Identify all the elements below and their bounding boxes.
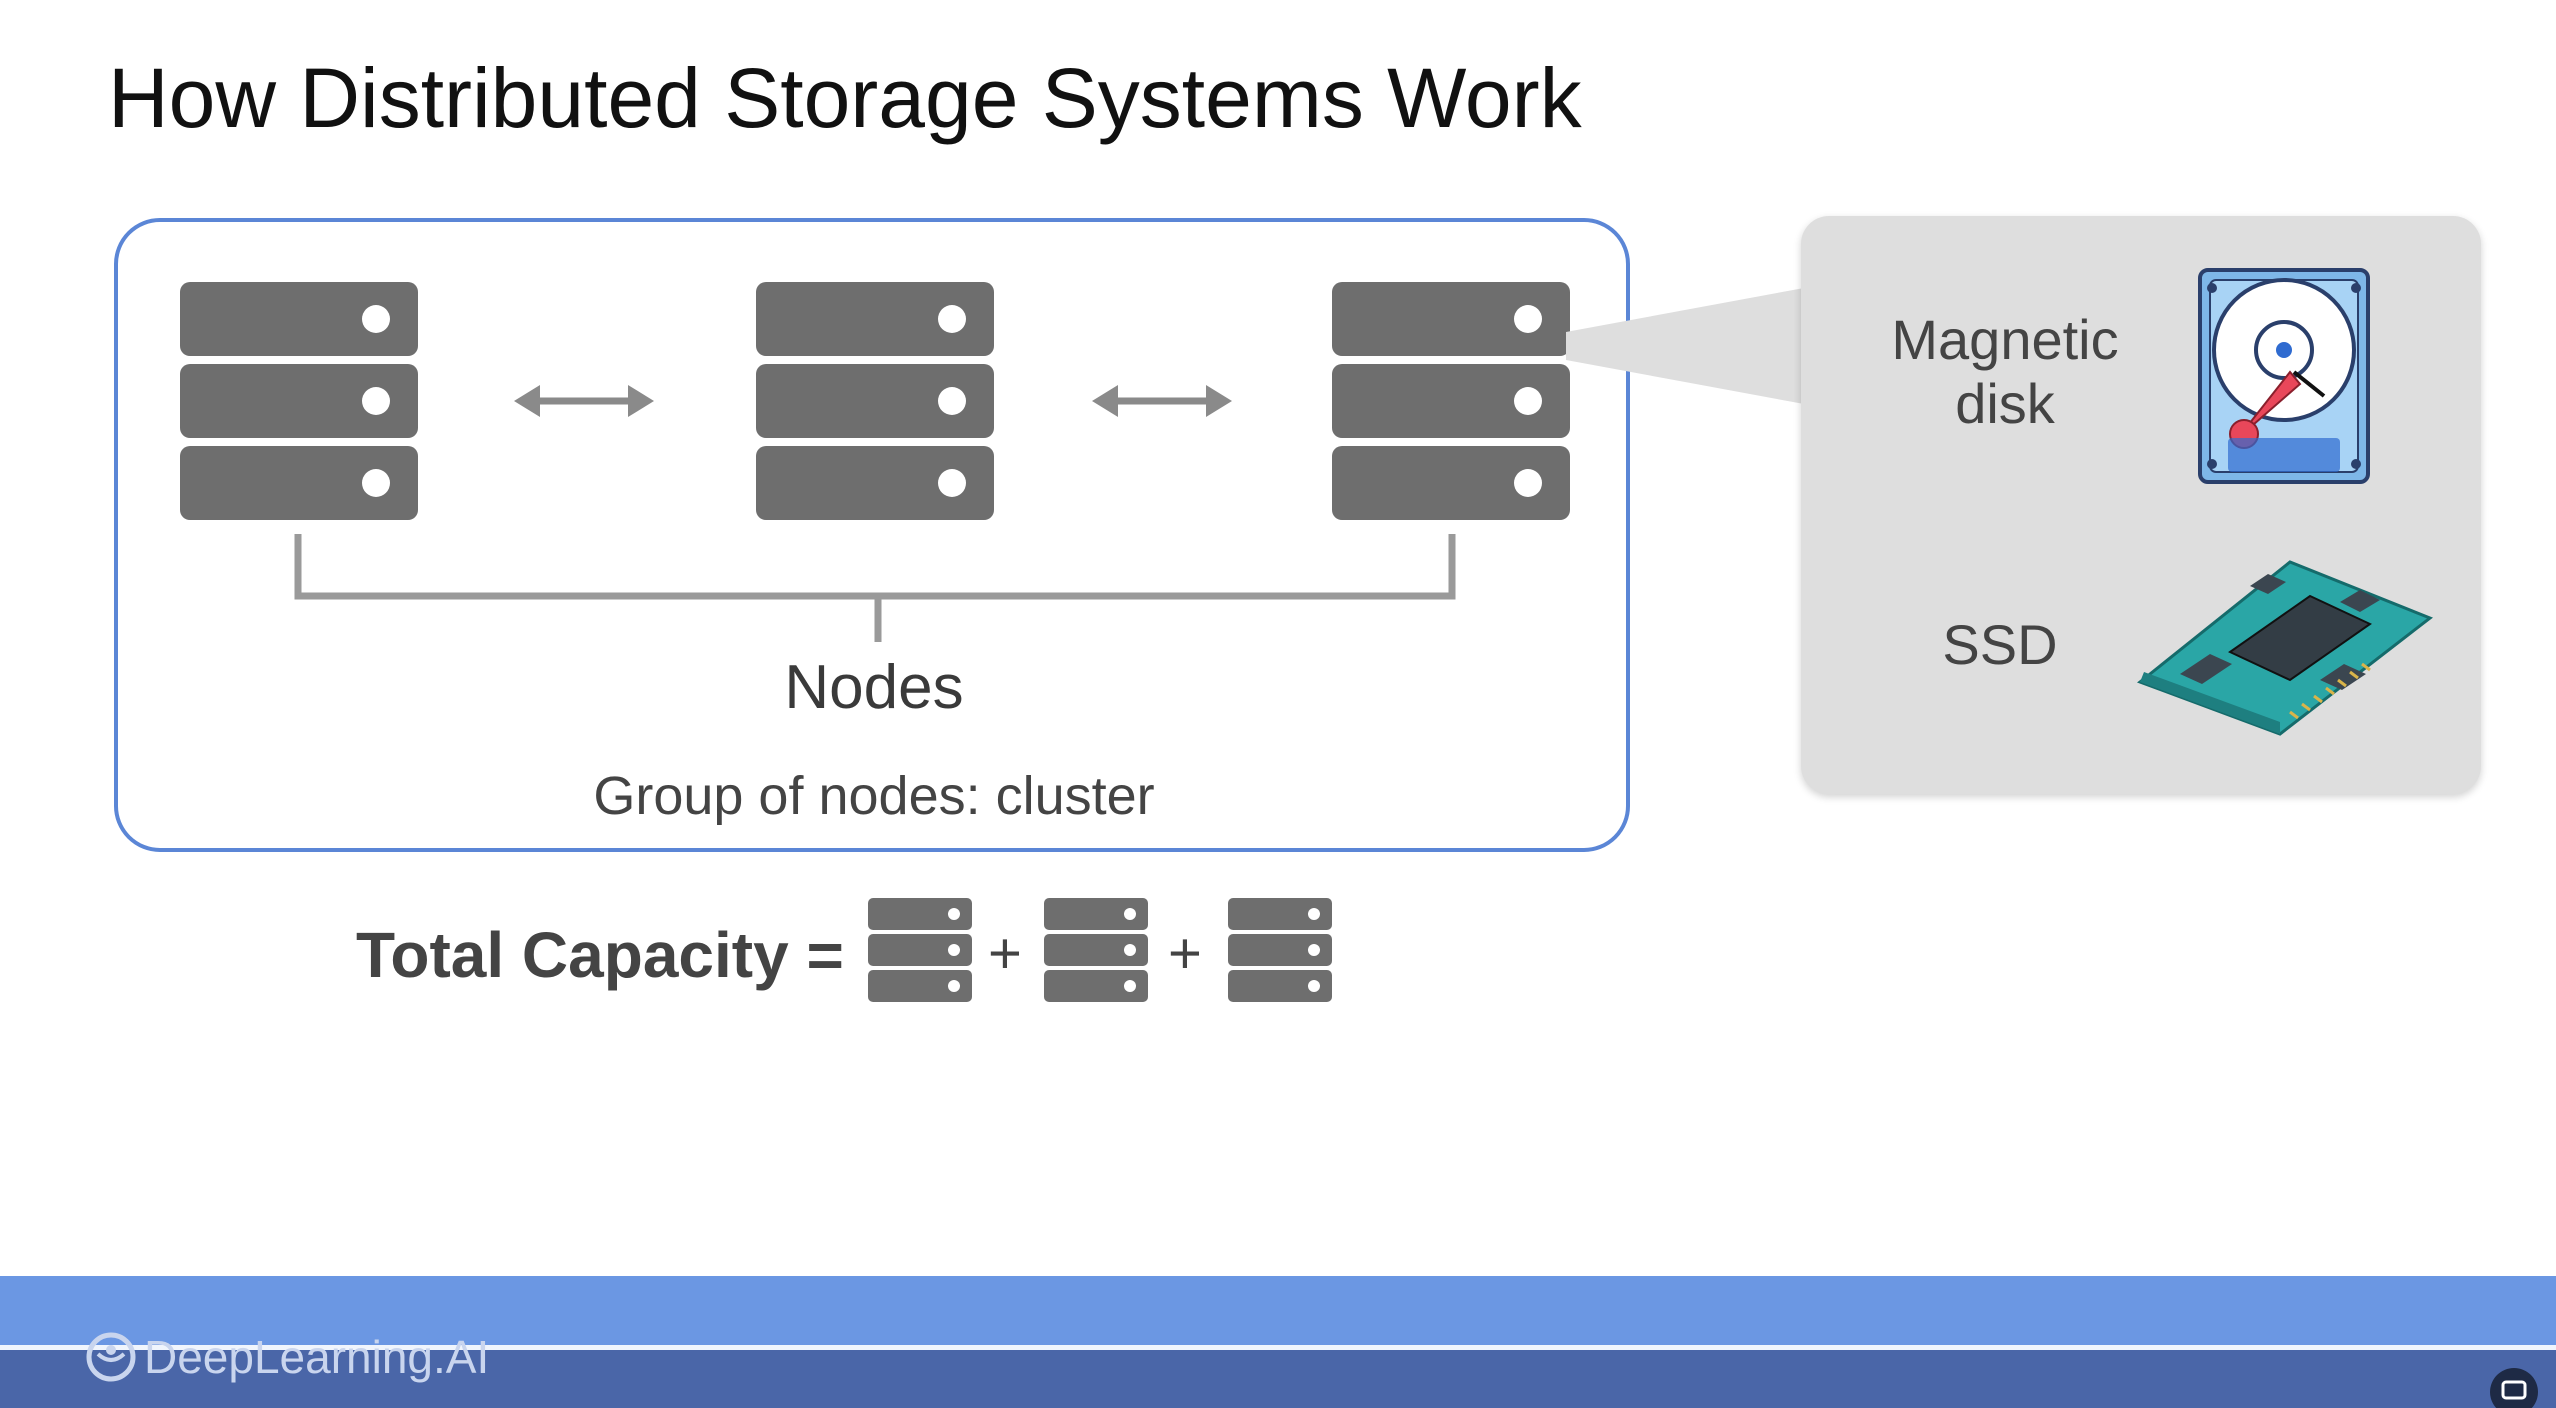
brand-name: DeepLearning.AI xyxy=(144,1331,490,1383)
double-arrow-icon xyxy=(1092,385,1232,417)
cluster-label: Group of nodes: cluster xyxy=(593,766,1155,826)
ssd-chip-icon xyxy=(2136,560,2433,736)
small-server-3-icon xyxy=(1228,898,1332,1002)
small-server-2-icon xyxy=(1044,898,1148,1002)
plus-sign: + xyxy=(988,921,1022,986)
ssd-label: SSD xyxy=(1942,613,2058,676)
screen-capture-icon[interactable] xyxy=(2488,1366,2540,1408)
nodes-bracket xyxy=(294,534,1456,642)
hard-disk-drive-icon xyxy=(2198,268,2370,484)
nodes-label: Nodes xyxy=(784,653,964,722)
brand-logo: DeepLearning.AI xyxy=(86,1330,489,1384)
server-node-3-icon xyxy=(1332,282,1570,520)
magnetic-disk-label: Magnetic disk xyxy=(1891,308,2119,435)
server-node-2-icon xyxy=(756,282,994,520)
footer-divider xyxy=(0,1345,2556,1351)
server-node-1-icon xyxy=(180,282,418,520)
footer-bottom-bar xyxy=(0,1350,2556,1408)
cluster-box xyxy=(114,218,1630,852)
double-arrow-icon xyxy=(514,385,654,417)
small-server-1-icon xyxy=(868,898,972,1002)
slide-title: How Distributed Storage Systems Work xyxy=(108,51,1582,145)
deeplearning-logo-icon xyxy=(86,1332,136,1382)
plus-sign: + xyxy=(1168,921,1202,986)
callout-pointer xyxy=(1566,288,1804,404)
total-capacity-label: Total Capacity = xyxy=(356,919,844,991)
